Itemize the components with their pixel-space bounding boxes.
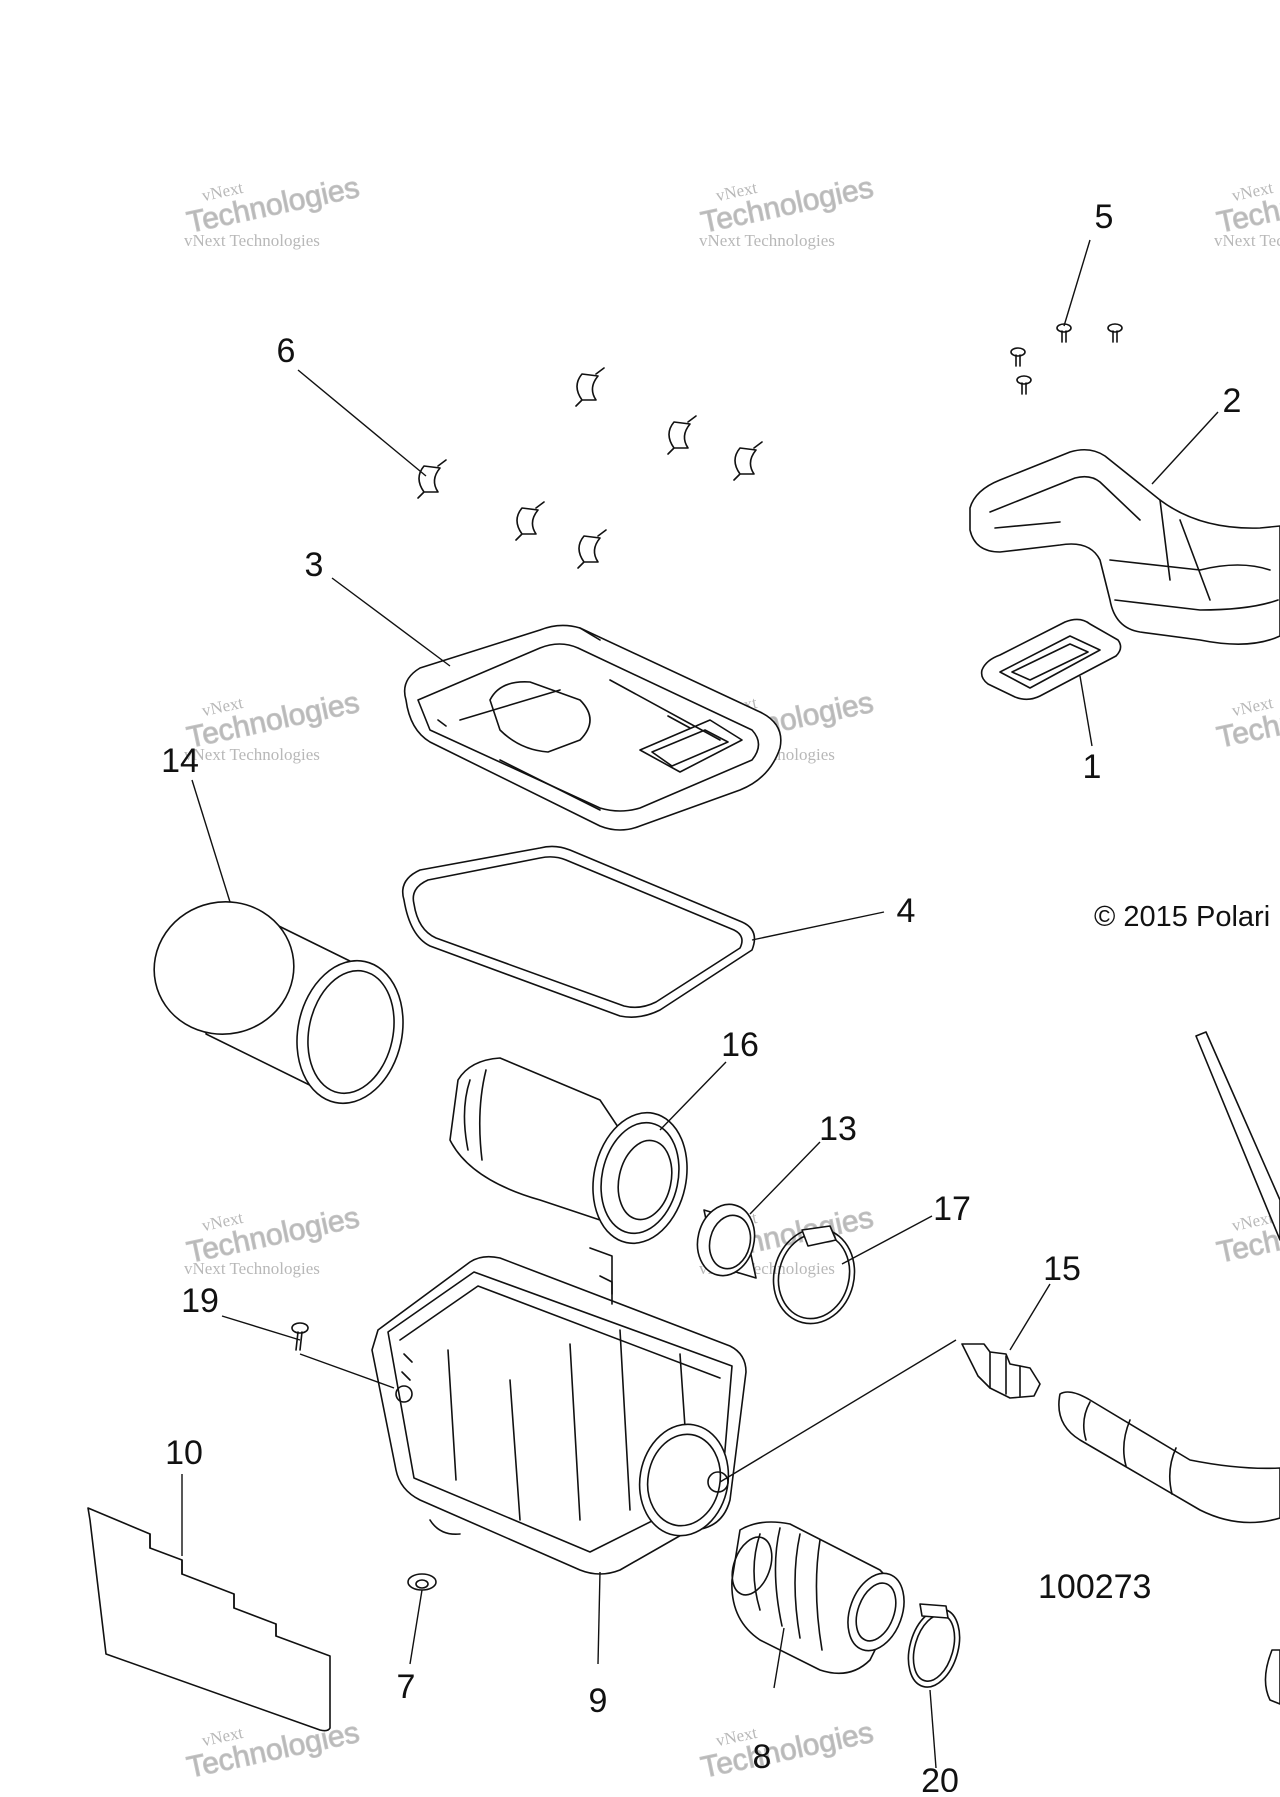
part-7-grommet <box>407 1573 437 1591</box>
watermark-text: vNext Technologies <box>699 231 835 250</box>
callout-20: 20 <box>921 1762 959 1792</box>
callout-4: 4 <box>897 892 916 930</box>
callout-8: 8 <box>753 1738 772 1776</box>
callout-2: 2 <box>1223 382 1242 420</box>
callout-7: 7 <box>397 1668 416 1706</box>
part-15-fitting <box>961 1343 1041 1399</box>
watermark: vNext Technologies <box>184 685 363 755</box>
watermark: vNext Technologies <box>1214 685 1280 755</box>
callout-10: 10 <box>165 1434 203 1472</box>
callout-9: 9 <box>589 1682 608 1720</box>
part-3-airbox-lid <box>403 624 782 831</box>
callout-13: 13 <box>819 1110 857 1148</box>
svg-text:Technologies: Technologies <box>698 1716 876 1785</box>
support-rod <box>1195 1031 1280 1241</box>
watermark-text: vNext Technologies <box>184 745 320 764</box>
part-6-clips <box>417 367 763 569</box>
watermark-text: vNext Technologies <box>184 1259 320 1278</box>
copyright-text: © 2015 Polari <box>1094 901 1270 933</box>
callout-15: 15 <box>1043 1250 1081 1288</box>
part-5-screws <box>1010 323 1123 395</box>
svg-text:Technologies: Technologies <box>184 1716 362 1785</box>
callout-6: 6 <box>277 332 296 370</box>
watermark: vNext Technologies <box>698 1715 877 1785</box>
svg-text:Technologies: Technologies <box>184 171 362 240</box>
part-13-ring <box>696 1203 757 1279</box>
watermark: vNext Technologies <box>698 170 877 240</box>
leader-lines <box>181 239 1219 1769</box>
part-20-clamp <box>907 1603 961 1688</box>
callout-19: 19 <box>181 1282 219 1320</box>
part-2-intake-duct <box>969 448 1280 645</box>
hose <box>1058 1391 1280 1705</box>
watermark: vNext Technologies <box>1214 170 1280 240</box>
watermark-text: vNext Technologies <box>1214 231 1280 250</box>
callout-14: 14 <box>161 742 199 780</box>
figure-number: 100273 <box>1038 1568 1151 1606</box>
part-9-airbox <box>371 1247 747 1575</box>
callout-3: 3 <box>305 546 324 584</box>
watermark: vNext Technologies <box>184 170 363 240</box>
callouts: 5 2 1 6 3 4 14 16 13 17 15 19 10 7 9 8 2… <box>161 198 1242 1797</box>
watermark: vNext Technologies <box>184 1200 363 1270</box>
part-17-clamp <box>772 1225 856 1325</box>
part-4-lid-gasket <box>401 845 756 1018</box>
part-14-pre-filter <box>153 901 404 1105</box>
svg-text:Technologies: Technologies <box>698 171 876 240</box>
part-1-gasket-plate <box>980 618 1122 701</box>
callout-16: 16 <box>721 1026 759 1064</box>
callout-1: 1 <box>1083 748 1102 786</box>
part-10-plate <box>87 1507 331 1732</box>
callout-17: 17 <box>933 1190 971 1228</box>
callout-5: 5 <box>1095 198 1114 236</box>
part-8-coupler <box>731 1521 905 1675</box>
part-16-air-filter <box>449 1057 688 1245</box>
part-19-screw <box>291 1322 309 1351</box>
watermark-text: vNext Technologies <box>184 231 320 250</box>
